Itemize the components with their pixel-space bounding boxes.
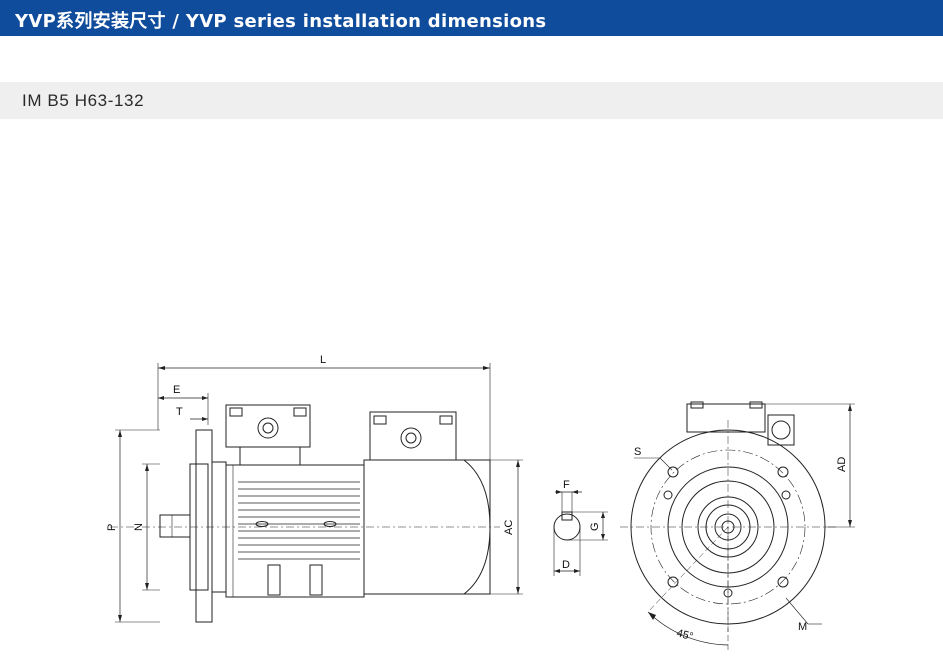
- label-F: F: [563, 479, 570, 491]
- label-P: P: [106, 524, 118, 531]
- label-AC: AC: [503, 520, 515, 535]
- front-view: [620, 401, 855, 650]
- mounting-type-label: IM B5 H63-132: [22, 91, 145, 110]
- label-angle-45: 45°: [675, 627, 694, 643]
- shaft-section: [553, 490, 608, 576]
- label-S: S: [634, 446, 641, 458]
- label-AD: AD: [836, 457, 848, 472]
- label-G: G: [589, 522, 601, 531]
- installation-drawing: L E T P N AC F G D S AD M 45°: [106, 354, 855, 650]
- side-view: [110, 363, 523, 623]
- label-M: M: [798, 621, 807, 633]
- label-N: N: [133, 523, 145, 531]
- title-bar: YVP系列安装尺寸 / YVP series installation dime…: [0, 0, 943, 36]
- label-L: L: [320, 354, 326, 366]
- label-T: T: [176, 406, 183, 418]
- page-title: YVP系列安装尺寸 / YVP series installation dime…: [15, 11, 547, 32]
- label-E: E: [173, 384, 180, 396]
- label-D: D: [562, 559, 570, 571]
- subheader-bar: IM B5 H63-132: [0, 82, 943, 119]
